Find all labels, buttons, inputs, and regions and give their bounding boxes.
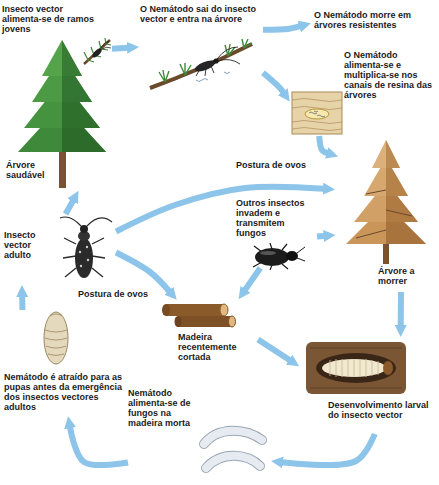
resin-canal: [292, 92, 342, 134]
stage-region: Insecto vector adulto: [4, 214, 116, 284]
cycle-arrow: [116, 187, 324, 232]
twig-closeup: [101, 41, 111, 49]
cycle-arrow: [263, 26, 300, 30]
nematodes: [204, 431, 262, 468]
arrow-label: Postura de ovos: [234, 160, 308, 170]
infested-branch: [150, 39, 252, 88]
arrow-label: Postura de ovos: [76, 289, 150, 299]
adult-vector-insect: [80, 265, 82, 267]
stage-caption: Desenvolvimento larval do insecto vector: [328, 400, 434, 420]
cycle-arrow: [66, 200, 74, 214]
other-beetle: [253, 243, 305, 270]
stage-region: Madeira recentemente cortada: [158, 300, 258, 366]
resin-canal: [292, 92, 342, 134]
larva-in-wood: [330, 359, 378, 377]
adult-vector-insect: [63, 238, 105, 277]
cut-logs: [162, 304, 236, 327]
stage-region: Nemátodo alimenta-se de fungos na madeir…: [128, 386, 270, 476]
cut-logs: [175, 316, 182, 327]
resin-canal: [309, 111, 325, 117]
stage-caption: Árvore a morrer: [378, 266, 434, 286]
other-beetle: [260, 251, 276, 255]
infested-branch: [159, 39, 252, 82]
cycle-arrow: [263, 73, 283, 93]
cut-logs: [229, 316, 236, 327]
adult-vector-insect: [87, 259, 89, 261]
other-beetle: [255, 248, 289, 266]
infested-branch: [213, 58, 218, 63]
nematodes: [204, 431, 262, 444]
other-beetle: [286, 251, 298, 261]
stage-caption: Madeira recentemente cortada: [178, 332, 256, 362]
cut-logs: [166, 304, 224, 316]
pupa: [50, 314, 62, 316]
dying-pine: [356, 190, 412, 238]
nematodes: [204, 431, 262, 444]
adult-vector-insect: [80, 225, 88, 233]
twig-closeup: [84, 38, 111, 62]
stage-caption: Árvore saudável: [6, 160, 56, 180]
adult-vector-insect: [79, 251, 81, 253]
cycle-arrow: [319, 136, 327, 153]
infested-branch: [196, 72, 230, 82]
stage-caption: Outros insectos invadem e transmitem fun…: [236, 198, 316, 238]
stage-region: Nemátodo é atraído para as pupas antes d…: [4, 310, 127, 416]
stage-caption: Nemátodo é atraído para as pupas antes d…: [4, 372, 126, 412]
stage-caption: O Nemátodo sai do insecto vector e entra…: [140, 4, 262, 24]
resin-canal: [292, 99, 342, 131]
larva-in-wood: [306, 342, 406, 394]
stage-region: Outros insectos invadem e transmitem fun…: [236, 198, 317, 268]
dying-pine: [386, 140, 400, 168]
stage-region: O Nemátodo morre em árvores resistentes: [312, 8, 436, 34]
nematodes: [206, 456, 260, 468]
infested-branch: [196, 47, 240, 76]
larva-in-wood: [322, 359, 386, 377]
cycle-arrow: [398, 292, 404, 326]
pupa: [44, 312, 68, 364]
twig-closeup: [84, 38, 111, 64]
cycle-arrow: [282, 434, 375, 465]
twig-closeup: [91, 47, 103, 59]
cycle-arrow: [19, 296, 25, 310]
dying-pine: [372, 140, 400, 168]
stage-caption: Insecto vector alimenta-se de ramos jove…: [2, 4, 98, 34]
adult-vector-insect: [60, 217, 112, 226]
adult-vector-insect: [75, 238, 93, 278]
healthy-pine: [59, 148, 66, 188]
cycle-arrow: [317, 233, 325, 240]
other-beetle: [297, 247, 305, 261]
pupa: [45, 330, 67, 356]
other-beetle: [253, 243, 288, 270]
resin-canal: [305, 109, 329, 119]
nematodes: [206, 456, 260, 468]
dying-pine: [346, 140, 426, 264]
healthy-pine: [62, 40, 82, 76]
stage-caption: O Nemátodo alimenta-se e multiplica-se n…: [344, 50, 434, 100]
stage-region: O Nemátodo sai do insecto vector e entra…: [140, 4, 263, 90]
larva-in-wood: [316, 353, 396, 383]
stage-region: Desenvolvimento larval do insecto vector: [300, 338, 436, 434]
stage-region: Insecto vector alimenta-se de ramos jove…: [2, 4, 112, 190]
cycle-arrow: [70, 427, 128, 465]
cut-logs: [178, 316, 232, 327]
healthy-pine: [42, 40, 82, 76]
cut-logs: [162, 304, 170, 316]
pupa: [44, 312, 68, 364]
stage-caption: Insecto vector adulto: [4, 230, 52, 260]
stage-caption: O Nemátodo morre em árvores resistentes: [314, 10, 434, 30]
adult-vector-insect: [60, 217, 112, 278]
larva-in-wood: [306, 342, 406, 394]
cut-logs: [220, 304, 228, 316]
larva-in-wood: [310, 348, 402, 388]
stage-caption: Nemátodo alimenta-se de fungos na madeir…: [128, 388, 198, 428]
stage-region: Árvore a morrer: [336, 138, 436, 292]
cycle-arrow: [245, 268, 260, 290]
cycle-arrow: [258, 340, 290, 361]
cycle-arrow: [112, 45, 128, 52]
larva-in-wood: [383, 361, 393, 375]
adult-vector-insect: [86, 246, 88, 248]
stage-region: O Nemátodo alimenta-se e multiplica-se n…: [290, 48, 436, 136]
cycle-arrow: [116, 253, 170, 292]
